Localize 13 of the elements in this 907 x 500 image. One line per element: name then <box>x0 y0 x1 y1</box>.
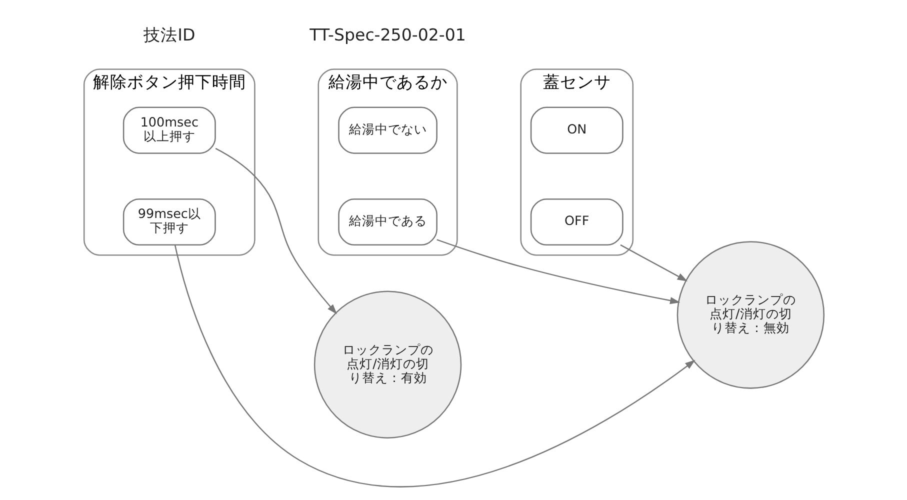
node-box: 100msec以上押す <box>122 106 216 154</box>
node-box: 99msec以下押す <box>122 198 216 246</box>
arrow <box>436 239 680 304</box>
node-box: 給湯中である <box>338 198 437 246</box>
node-box: ON <box>530 106 623 154</box>
node-box: OFF <box>530 198 623 246</box>
arrow <box>620 244 688 282</box>
label: 技法ID <box>143 25 195 44</box>
node-circle: ロックランプの点灯/消灯の切り替え：有効 <box>313 290 462 438</box>
node-box: 給湯中でない <box>338 106 437 154</box>
arrow <box>174 244 695 488</box>
label: TT-Spec-250-02-01 <box>309 25 466 44</box>
arrow <box>214 148 337 314</box>
